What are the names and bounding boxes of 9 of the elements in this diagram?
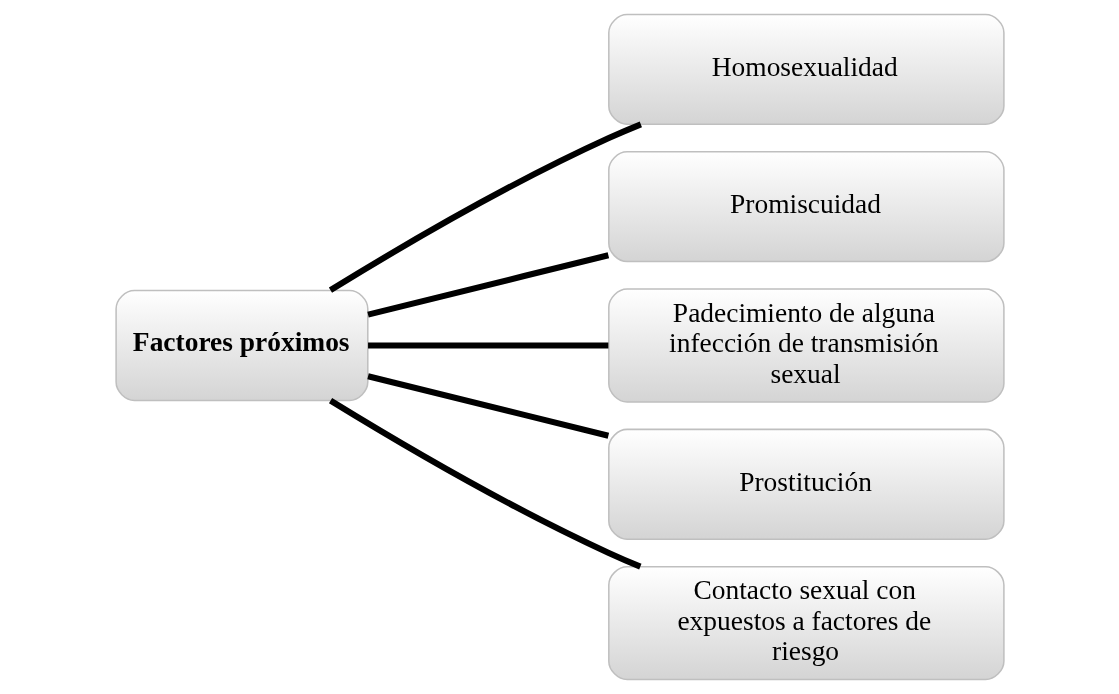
node-box: Prostitución xyxy=(607,428,1005,540)
connector xyxy=(366,252,609,318)
node-box: Padecimiento de alguna infección de transmisión sexual xyxy=(607,288,1005,403)
connector xyxy=(367,342,608,349)
node-box: Contacto sexual con expuestos a factores de riesgo xyxy=(607,565,1005,681)
connector xyxy=(366,373,609,439)
node-box: Promiscuidad xyxy=(607,151,1005,263)
node-box: Factores próximos xyxy=(114,289,369,402)
node-box: Homosexualidad xyxy=(607,13,1005,126)
